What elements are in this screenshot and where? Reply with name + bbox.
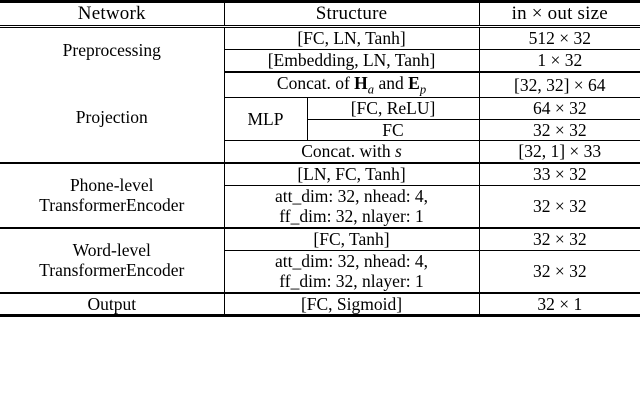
- structure-cell-attention-params: att_dim: 32, nhead: 4, ff_dim: 32, nlaye…: [223, 250, 480, 294]
- size-cell: 64 × 32: [478, 97, 640, 120]
- size-cell: 32 × 32: [478, 119, 640, 142]
- symbol-E: E: [408, 72, 420, 93]
- attention-params-line2: ff_dim: 32, nlayer: 1: [279, 271, 424, 292]
- structure-cell-attention-params: att_dim: 32, nhead: 4, ff_dim: 32, nlaye…: [223, 185, 480, 229]
- attention-params-line2: ff_dim: 32, nlayer: 1: [279, 206, 424, 227]
- table-row: att_dim: 32, nhead: 4, ff_dim: 32, nlaye…: [0, 250, 640, 294]
- section-name-output: Output: [0, 292, 224, 318]
- symbol-s: s: [395, 141, 402, 162]
- section-name-projection: Projection: [0, 71, 224, 164]
- size-cell: 32 × 32: [478, 250, 640, 294]
- symbol-H: H: [354, 72, 368, 93]
- structure-cell-concat-ha-ep: Concat. of Ha and Ep: [223, 71, 480, 99]
- size-cell: 33 × 32: [478, 162, 640, 186]
- size-cell: [32, 32] × 64: [478, 71, 640, 99]
- network-architecture-table: Network Structure in × out size Preproce…: [0, 0, 640, 318]
- table-row: Word-level TransformerEncoder [FC, Tanh]…: [0, 227, 640, 294]
- structure-cell: [Embedding, LN, Tanh]: [223, 49, 480, 73]
- structure-cell: [FC, Sigmoid]: [223, 292, 480, 318]
- structure-cell: [LN, FC, Tanh]: [223, 162, 480, 186]
- section-name-word-level: Word-level TransformerEncoder: [0, 227, 224, 294]
- table-row: Concat. with s [32, 1] × 33: [0, 140, 640, 164]
- header-size: in × out size: [478, 0, 640, 29]
- table-row: att_dim: 32, nhead: 4, ff_dim: 32, nlaye…: [0, 185, 640, 229]
- attention-params-line1: att_dim: 32, nhead: 4,: [274, 250, 429, 271]
- table-row: Projection Concat. of Ha and Ep [32, 32]…: [0, 71, 640, 164]
- table-row: [Embedding, LN, Tanh] 1 × 32: [0, 49, 640, 73]
- header-structure: Structure: [223, 0, 480, 29]
- group-label-mlp: MLP: [223, 97, 307, 142]
- section-name-preprocessing: Preprocessing: [62, 39, 161, 60]
- subscript-a: a: [367, 82, 375, 97]
- concat-prefix: Concat. with: [301, 141, 395, 162]
- size-cell: 32 × 1: [478, 292, 640, 318]
- structure-cell-concat-s: Concat. with s: [223, 140, 480, 164]
- table-row: Phone-level TransformerEncoder [LN, FC, …: [0, 162, 640, 229]
- subscript-p: p: [419, 82, 427, 97]
- structure-cell: [FC, Tanh]: [223, 227, 480, 251]
- table-row: MLP [FC, ReLU] 64 × 32: [0, 97, 640, 142]
- size-cell: 1 × 32: [478, 49, 640, 73]
- structure-cell: FC: [306, 119, 480, 142]
- table-row: Preprocessing [FC, LN, Tanh] 512 × 32: [0, 26, 640, 60]
- structure-cell: [FC, LN, Tanh]: [223, 26, 480, 51]
- header-network: Network: [0, 0, 224, 29]
- structure-cell: [FC, ReLU]: [306, 97, 480, 120]
- size-cell: 512 × 32: [478, 26, 640, 51]
- table-row: FC 32 × 32: [0, 119, 640, 142]
- table-header-row: Network Structure in × out size: [0, 0, 640, 29]
- section-name-phone-level: Phone-level TransformerEncoder: [0, 162, 224, 229]
- concat-middle: and: [374, 72, 409, 93]
- size-cell: 32 × 32: [478, 185, 640, 229]
- size-cell: 32 × 32: [478, 227, 640, 251]
- concat-prefix: Concat. of: [276, 72, 355, 93]
- table-row: Output [FC, Sigmoid] 32 × 1: [0, 292, 640, 318]
- attention-params-line1: att_dim: 32, nhead: 4,: [274, 185, 429, 206]
- size-cell: [32, 1] × 33: [478, 140, 640, 164]
